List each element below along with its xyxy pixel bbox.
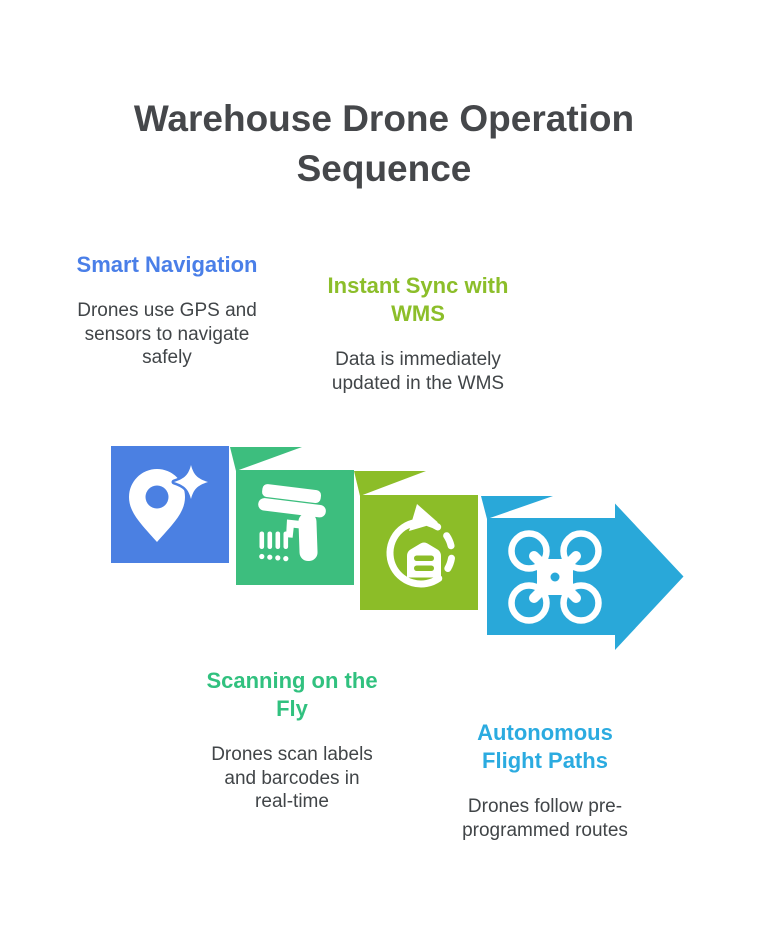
fold-wedge-1 <box>230 447 302 471</box>
fold-wedge-2 <box>354 471 426 496</box>
fold-wedge-3 <box>481 496 553 519</box>
step-heading: Instant Sync with WMS <box>327 273 509 326</box>
step-heading: Autonomous Flight Paths <box>477 720 613 773</box>
step-description: Drones use GPS and sensors to navigate s… <box>77 300 257 368</box>
step-label-smart-navigation: Smart Navigation Drones use GPS and sens… <box>47 251 287 370</box>
quadcopter-drone-icon <box>508 530 602 624</box>
step-description: Drones follow pre- programmed routes <box>462 796 628 841</box>
step-label-autonomous-flight: Autonomous Flight Paths Drones follow pr… <box>425 719 665 842</box>
step-description: Data is immediately updated in the WMS <box>331 349 505 394</box>
barcode-scanner-icon <box>258 484 326 562</box>
location-pin-sparkle-icon <box>129 462 211 542</box>
sync-warehouse-icon <box>386 504 456 588</box>
step-label-scanning-on-the-fly: Scanning on the Fly Drones scan labels a… <box>172 667 412 814</box>
panel-arrow-drone <box>487 503 684 650</box>
step-label-instant-sync: Instant Sync with WMS Data is immediatel… <box>298 272 538 395</box>
step-heading: Smart Navigation <box>76 252 258 277</box>
step-heading: Scanning on the Fly <box>206 668 378 721</box>
page-title: Warehouse Drone Operation Sequence <box>133 98 635 189</box>
step-description: Drones scan labels and barcodes in real-… <box>211 744 373 812</box>
